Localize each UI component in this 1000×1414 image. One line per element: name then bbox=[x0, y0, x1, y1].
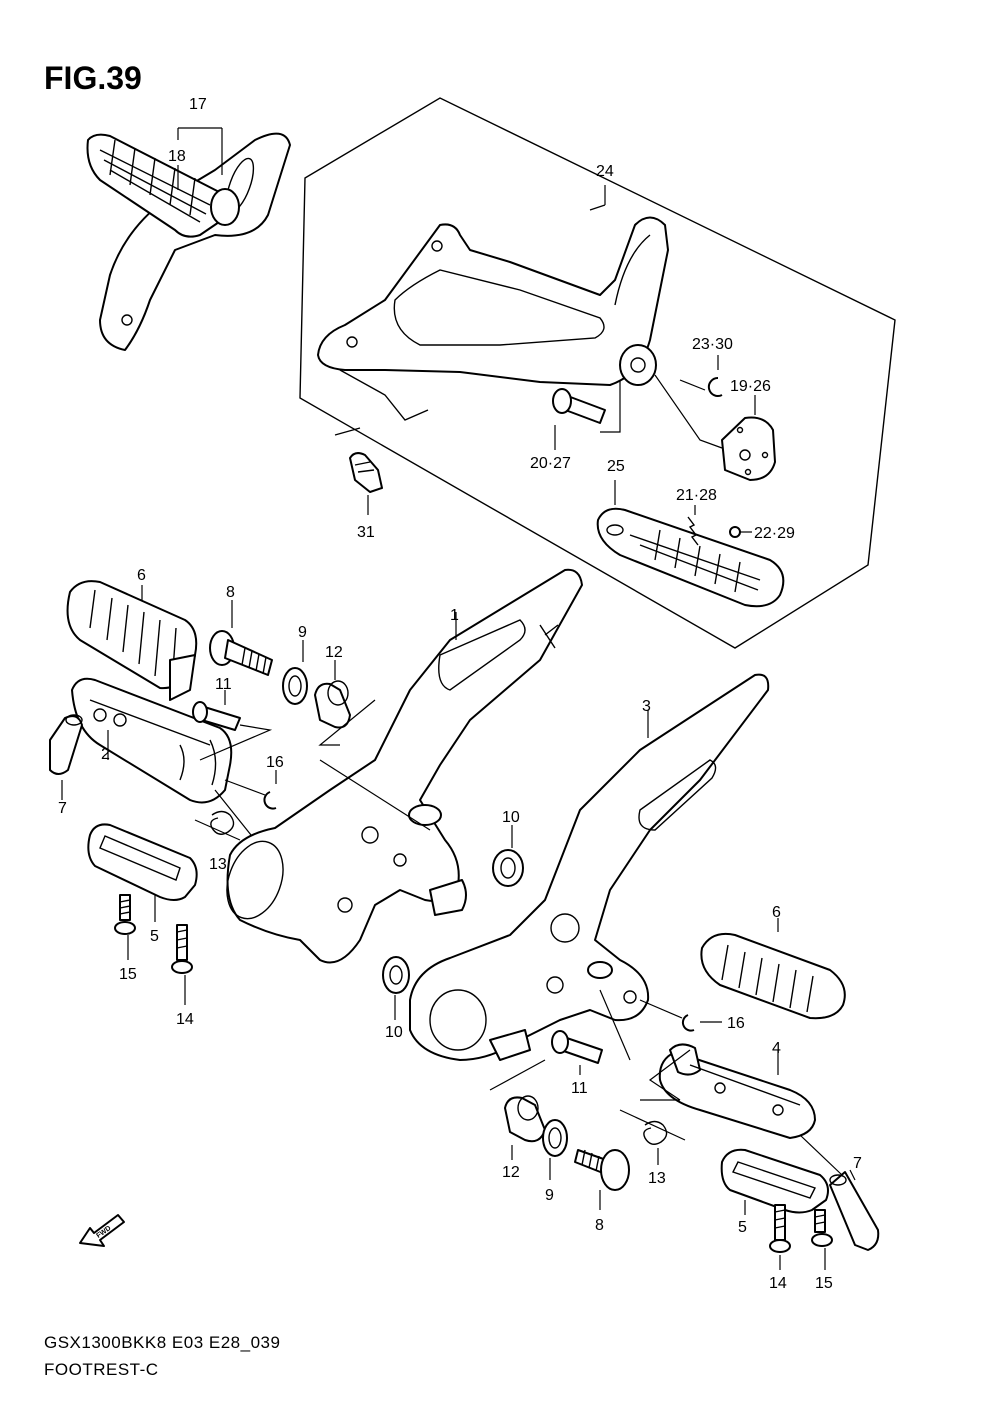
callout-1: 1 bbox=[450, 607, 459, 624]
bolt-14-left bbox=[171, 924, 193, 1005]
spring-13-lower bbox=[619, 1099, 686, 1165]
bolt-8-upper bbox=[209, 600, 273, 676]
callout-2: 2 bbox=[101, 746, 110, 763]
callout-8-upper: 8 bbox=[226, 584, 235, 601]
callout-13-upper: 13 bbox=[209, 856, 227, 873]
passenger-bracket bbox=[317, 185, 669, 421]
pin-20-27 bbox=[552, 380, 621, 450]
e-clip-16-right bbox=[639, 999, 722, 1032]
bracket-3 bbox=[409, 673, 770, 1091]
bracket-1 bbox=[226, 568, 583, 964]
cover-5-left bbox=[87, 823, 198, 922]
washer-10-upper bbox=[492, 825, 524, 887]
bolt-8-lower bbox=[574, 1149, 630, 1210]
callout-5-right: 5 bbox=[738, 1219, 747, 1236]
callout-16-upper: 16 bbox=[266, 754, 284, 771]
bushing-12-upper bbox=[314, 660, 351, 729]
callout-10-upper: 10 bbox=[502, 809, 520, 826]
callout-25: 25 bbox=[607, 458, 625, 475]
bolt-31 bbox=[334, 427, 383, 515]
diagram-code: GSX1300BKK8 E03 E28_039 bbox=[44, 1333, 281, 1352]
callout-16-right: 16 bbox=[727, 1015, 745, 1032]
callout-6-left: 6 bbox=[137, 567, 146, 584]
callout-3: 3 bbox=[642, 698, 651, 715]
callout-7-left: 7 bbox=[58, 800, 67, 817]
callout-13-lower: 13 bbox=[648, 1170, 666, 1187]
callout-12-lower: 12 bbox=[502, 1164, 520, 1181]
figure-title: FIG.39 bbox=[44, 60, 142, 96]
pin-11-upper bbox=[192, 690, 273, 761]
callout-9-upper: 9 bbox=[298, 624, 307, 641]
callout-12-upper: 12 bbox=[325, 644, 343, 661]
passenger-footrest-25 bbox=[596, 480, 785, 608]
callout-23-30: 23·30 bbox=[692, 336, 733, 353]
spring-21-28 bbox=[687, 505, 699, 546]
callout-17: 17 bbox=[189, 96, 207, 113]
callout-10-lower: 10 bbox=[385, 1024, 403, 1041]
callout-22-29: 22·29 bbox=[754, 525, 795, 542]
footrest-4 bbox=[648, 1043, 816, 1139]
callout-11-upper: 11 bbox=[215, 676, 232, 693]
e-clip-16-upper bbox=[224, 770, 277, 810]
washer-9-upper bbox=[282, 640, 308, 705]
callout-14-left: 14 bbox=[176, 1011, 194, 1028]
fwd-arrow-icon: FWD bbox=[79, 1214, 125, 1247]
callout-5-left: 5 bbox=[150, 928, 159, 945]
callout-7-right: 7 bbox=[853, 1155, 862, 1172]
callout-14-right: 14 bbox=[769, 1275, 787, 1292]
passenger-footrest-assembly-17 bbox=[86, 127, 291, 351]
bolt-15-left bbox=[114, 894, 136, 960]
assembly-box-24 bbox=[299, 97, 896, 649]
callout-31: 31 bbox=[357, 524, 375, 541]
callout-18: 18 bbox=[168, 148, 186, 165]
bolt-14-right bbox=[769, 1204, 791, 1270]
callout-15-right: 15 bbox=[815, 1275, 833, 1292]
callout-6-right: 6 bbox=[772, 904, 781, 921]
callout-21-28: 21·28 bbox=[676, 487, 717, 504]
plate-19-26 bbox=[654, 374, 776, 481]
diagram-name: FOOTREST-C bbox=[44, 1360, 159, 1379]
callout-8-lower: 8 bbox=[595, 1217, 604, 1234]
spring-13-upper bbox=[194, 789, 256, 841]
pin-11-lower bbox=[551, 1030, 603, 1075]
adjuster-7-left bbox=[49, 714, 83, 800]
callout-24: 24 bbox=[596, 163, 614, 180]
callout-11-lower: 11 bbox=[571, 1080, 588, 1097]
washer-10-lower bbox=[382, 956, 410, 1020]
callout-20-27: 20·27 bbox=[530, 455, 571, 472]
footrest-rubber-6-left bbox=[66, 580, 198, 701]
e-clip-23-30 bbox=[679, 355, 723, 397]
callout-9-lower: 9 bbox=[545, 1187, 554, 1204]
adjuster-7-right bbox=[799, 1134, 880, 1251]
washer-9-lower bbox=[542, 1119, 568, 1180]
bolt-15-right bbox=[811, 1209, 833, 1270]
cover-5-right bbox=[720, 1148, 829, 1215]
callout-4: 4 bbox=[772, 1040, 781, 1057]
bushing-12-lower bbox=[504, 1095, 546, 1160]
footrest-2 bbox=[71, 677, 233, 804]
callout-19-26: 19·26 bbox=[730, 378, 771, 395]
callout-labels: 17 18 24 23·30 19·26 20·27 25 21·28 22·2… bbox=[58, 96, 862, 1292]
footrest-rubber-6-right bbox=[700, 918, 846, 1020]
ball-22-29 bbox=[729, 526, 752, 538]
callout-15-left: 15 bbox=[119, 966, 137, 983]
